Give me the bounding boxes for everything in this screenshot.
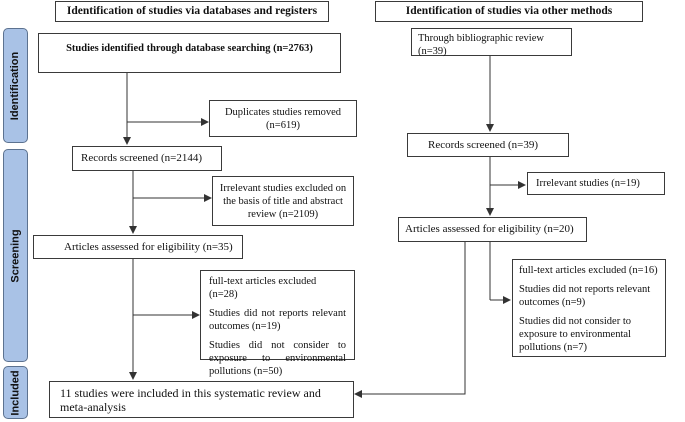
excluded-right-title: full-text articles excluded (n=16) bbox=[519, 265, 658, 276]
stage-screening-label: Screening bbox=[9, 228, 22, 283]
excluded-left-outcomes: Studies did not reports relevant outcome… bbox=[209, 308, 346, 332]
stage-identification-label: Identification bbox=[9, 51, 22, 120]
excluded-right-exposure: Studies did not consider to exposure to … bbox=[519, 316, 631, 353]
stage-included-label: Included bbox=[9, 369, 22, 416]
included-box: 11 studies were included in this systema… bbox=[49, 381, 354, 418]
assessed-left-box: Articles assessed for eligibility (n=35) bbox=[33, 235, 243, 259]
excluded-left-box: full-text articles excluded (n=28) Studi… bbox=[200, 270, 355, 377]
arrow-right-to-included bbox=[354, 242, 466, 398]
left-section-header: Identification of studies via databases … bbox=[55, 1, 329, 22]
records-screened-left-box: Records screened (n=2144) bbox=[72, 146, 222, 171]
excluded-left-exposure: Studies did not consider to exposure to … bbox=[209, 340, 346, 377]
excluded-right-outcomes: Studies did not reports relevant outcome… bbox=[519, 284, 651, 308]
stage-included: Included bbox=[3, 366, 28, 419]
excluded-right-box: full-text articles excluded (n=16) Studi… bbox=[512, 259, 666, 357]
db-search-box: Studies identified through database sear… bbox=[38, 33, 341, 73]
duplicates-box: Duplicates studies removed (n=619) bbox=[209, 100, 357, 137]
biblio-box: Through bibliographic review (n=39) bbox=[411, 28, 572, 57]
stage-screening: Screening bbox=[3, 149, 28, 362]
irrelevant-right-box: Irrelevant studies (n=19) bbox=[527, 172, 665, 195]
irrelevant-left-box: Irrelevant studies excluded on the basis… bbox=[212, 176, 354, 226]
stage-identification: Identification bbox=[3, 28, 28, 143]
right-section-header: Identification of studies via other meth… bbox=[375, 1, 643, 22]
excluded-left-title: full-text articles excluded (n=28) bbox=[209, 276, 317, 300]
assessed-right-box: Articles assessed for eligibility (n=20) bbox=[398, 217, 587, 242]
records-screened-right-box: Records screened (n=39) bbox=[407, 133, 569, 157]
